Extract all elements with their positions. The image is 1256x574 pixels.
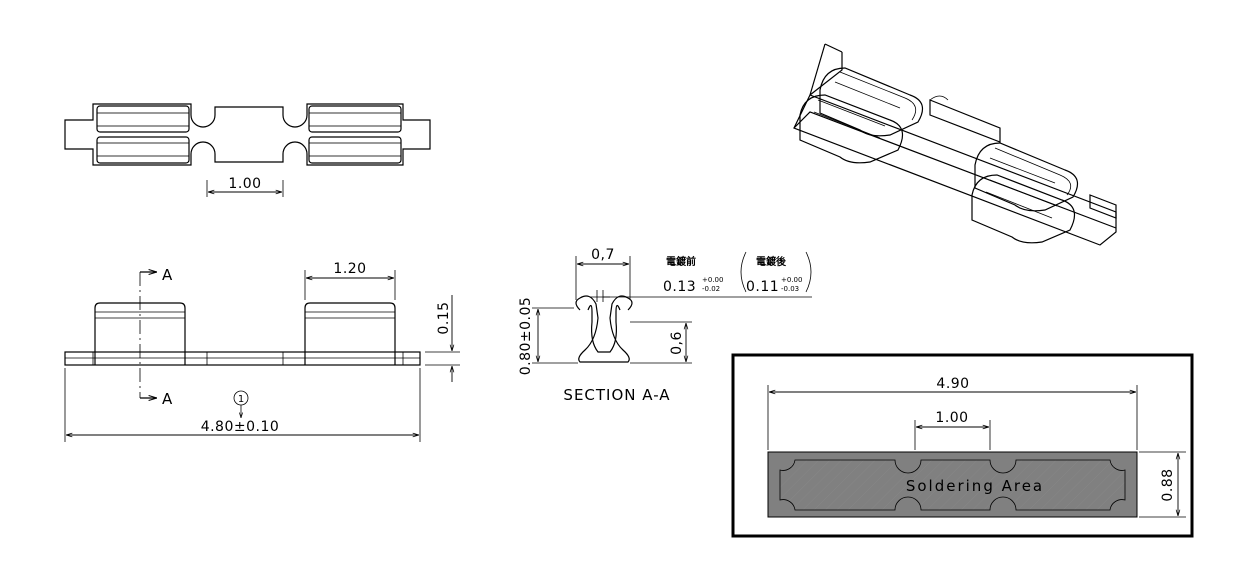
top-view: 1.00 [64,103,431,197]
front-view-dim-pad: 1.20 [333,261,366,277]
note-marker: 1 [238,394,244,405]
thickness-after-value: 0.11 [746,279,779,295]
thickness-before-tol-plus: +0.00 [702,276,723,284]
section-marker-bottom: A [162,390,173,408]
thickness-before-label: 電鍍前 [666,255,696,268]
section-title: SECTION A-A [563,386,670,404]
solder-dim-center: 1.00 [935,410,968,426]
section-dim-inner-height: 0,6 [669,331,685,355]
front-view: A A 1.20 0.15 4.80±0.10 1 [64,261,460,442]
section-dim-total-height: 0.80±0.05 [518,297,534,376]
soldering-area-label: Soldering Area [906,477,1044,495]
isometric-view [793,43,1117,246]
front-view-dim-height: 0.15 [436,301,452,334]
solder-pad-layout: Soldering Area 4.90 1.00 0.88 [731,353,1194,538]
section-marker-top: A [162,266,173,284]
section-dim-width: 0,7 [591,247,615,263]
thickness-before-value: 0.13 [663,279,696,295]
thickness-before-tol-minus: -0.02 [702,285,720,293]
section-view: 0,7 0.80±0.05 0,6 電鍍前 0.13 +0.00 -0.02 電… [518,247,812,404]
solder-dim-height: 0.88 [1160,468,1176,501]
solder-dim-overall: 4.90 [936,376,969,392]
top-view-dim-center: 1.00 [228,176,261,192]
front-view-dim-overall: 4.80±0.10 [201,419,280,435]
thickness-after-tol-plus: +0.00 [781,276,802,284]
thickness-after-tol-minus: -0.03 [781,285,799,293]
thickness-after-label: 電鍍後 [756,255,787,268]
